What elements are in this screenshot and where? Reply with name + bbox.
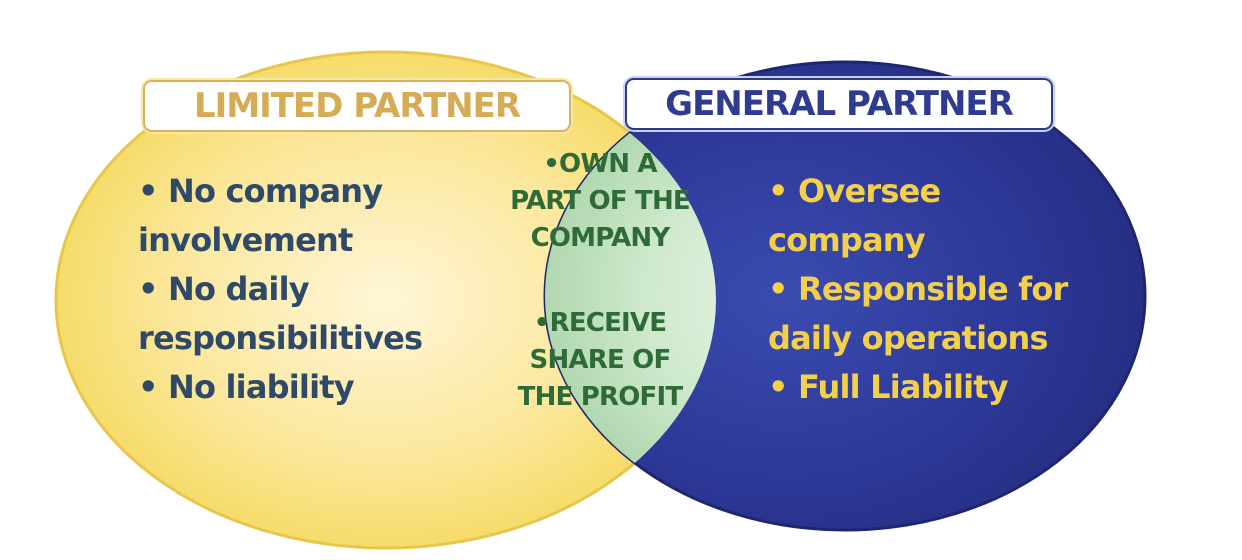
limited-partner-item: • No daily <box>138 270 310 308</box>
shared-receive-text: •RECEIVE SHARE OF THE PROFIT <box>517 308 683 412</box>
general-partner-list: • Oversee company • Responsible for dail… <box>768 167 1068 412</box>
limited-partner-item: • No company <box>138 172 383 210</box>
limited-partner-item: involvement <box>138 221 353 259</box>
general-partner-item: • Full Liability <box>768 368 1009 406</box>
limited-partner-item: responsibilitives <box>138 319 423 357</box>
limited-partner-item: • No liability <box>138 368 355 406</box>
limited-partner-list: • No company involvement • No daily resp… <box>138 167 423 412</box>
general-partner-title: GENERAL PARTNER <box>625 78 1053 130</box>
general-partner-item: daily operations <box>768 319 1048 357</box>
shared-own-text: •OWN A PART OF THE COMPANY <box>510 149 691 253</box>
general-partner-item: • Responsible for <box>768 270 1068 308</box>
general-partner-item: • Oversee <box>768 172 941 210</box>
general-partner-item: company <box>768 221 926 259</box>
limited-partner-title: LIMITED PARTNER <box>143 80 571 132</box>
